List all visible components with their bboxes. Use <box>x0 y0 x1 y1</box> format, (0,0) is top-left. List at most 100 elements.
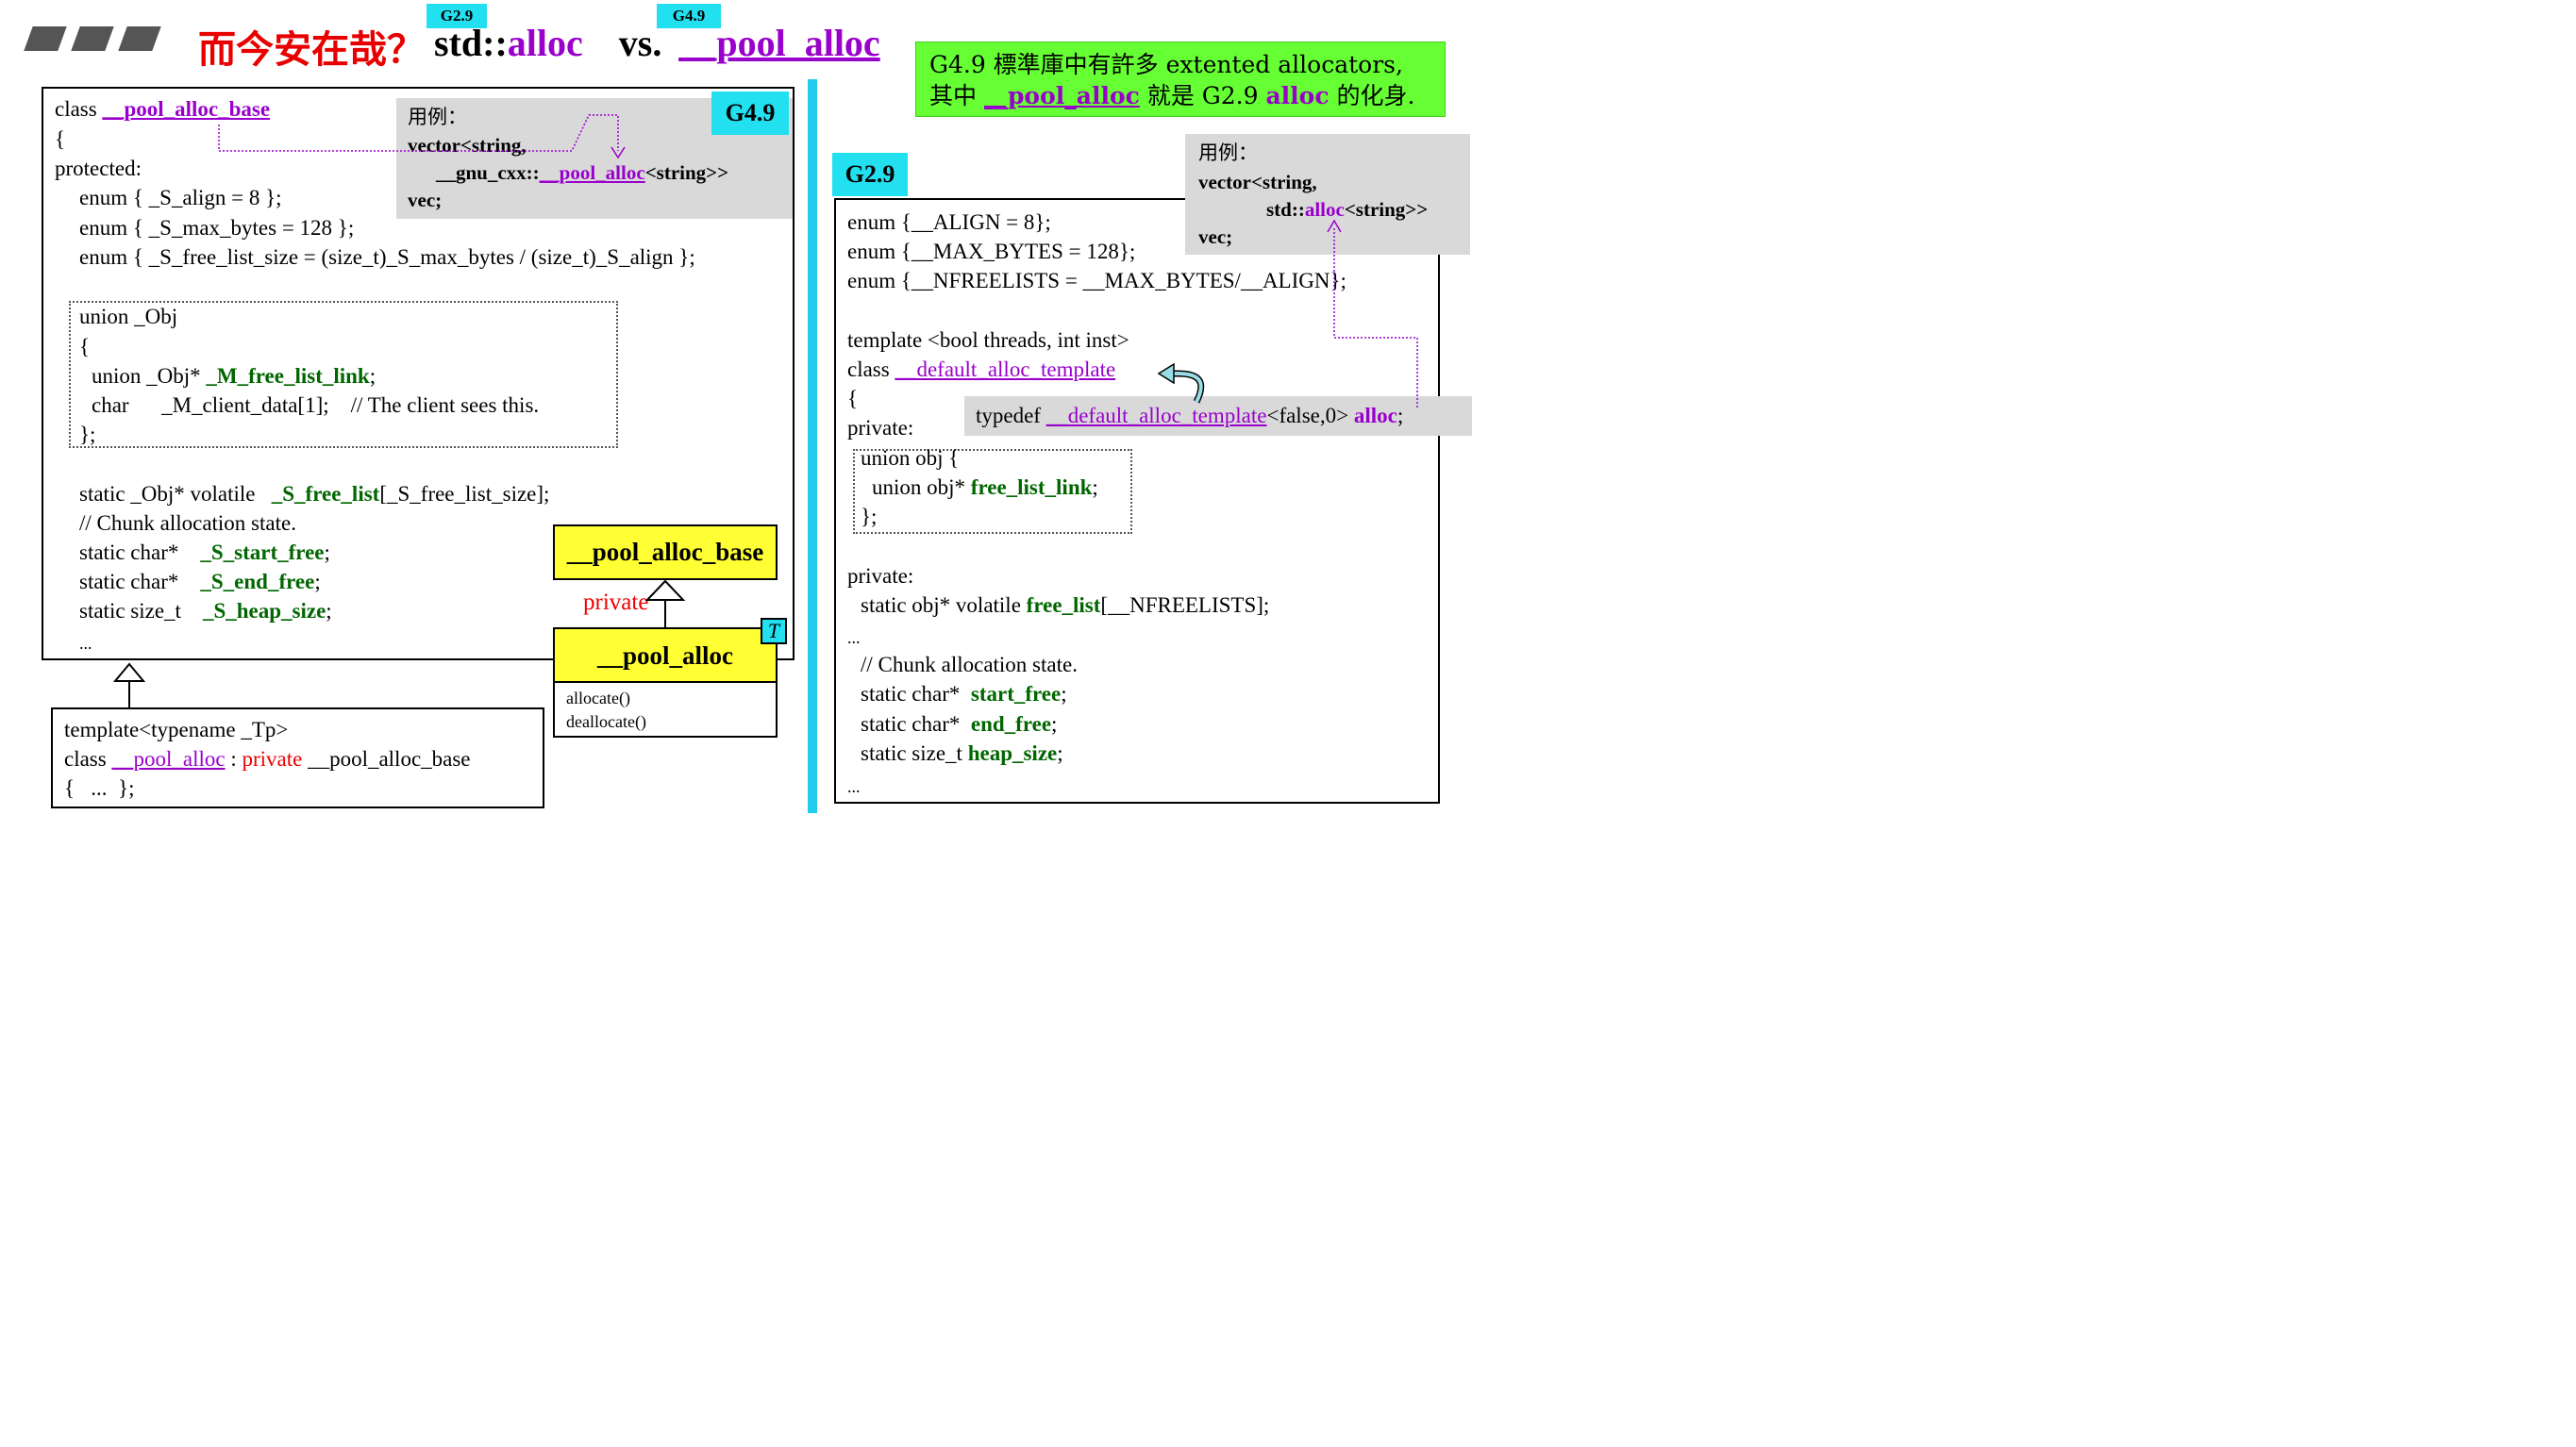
keyword-class: class <box>55 97 103 121</box>
note-prefix: 其中 <box>929 82 984 109</box>
semicolon: ; <box>1061 682 1067 706</box>
m-free-list-link: _M_free_list_link <box>206 364 370 388</box>
g29-enum-nfreelists: enum {__NFREELISTS = __MAX_BYTES/__ALIGN… <box>847 269 1347 292</box>
g29-union-link: union obj* free_list_link; <box>872 474 1098 501</box>
uml-method-deallocate: deallocate() <box>566 712 646 731</box>
note-pool-alloc: __pool_alloc <box>983 82 1140 109</box>
g29-code-box <box>834 198 1440 804</box>
g49-union-open: { <box>79 335 91 358</box>
semicolon: ; <box>369 364 376 388</box>
section-divider <box>808 79 817 813</box>
usage-pool-alloc: __pool_alloc <box>539 161 645 184</box>
header-tag-g29: G2.9 <box>427 4 487 28</box>
g29-class-line: class __default_alloc_template <box>847 357 1115 383</box>
usage-ns: std:: <box>1266 198 1305 221</box>
g29-enum-max-bytes: enum {__MAX_BYTES = 128}; <box>847 240 1136 263</box>
g49-enum-align: enum { _S_align = 8 }; <box>79 186 282 209</box>
usage-alloc: alloc <box>1304 198 1345 221</box>
title-comparison: std::alloc vs. __pool_alloc <box>434 21 880 65</box>
colon: : <box>225 747 243 771</box>
g49-start-free: static char* _S_start_free; <box>79 540 330 566</box>
free-list-size: [__NFREELISTS]; <box>1100 593 1270 617</box>
free-list-size: [_S_free_list_size]; <box>379 482 550 506</box>
union-link-type: union obj* <box>872 475 971 499</box>
heap-size-type: static size_t <box>79 599 203 623</box>
pool-alloc-class-line: class __pool_alloc : private __pool_allo… <box>64 746 471 773</box>
private-keyword: private <box>242 747 303 771</box>
g29-end-free: static char* end_free; <box>861 711 1057 738</box>
base-class-name: __pool_alloc_base <box>302 747 471 771</box>
uml-methods: allocate() deallocate() <box>553 681 778 738</box>
g29-union-decl: union obj { <box>861 446 960 470</box>
g49-union-box <box>69 301 618 448</box>
g29-usage-line2: std::alloc<string>> <box>1266 196 1428 223</box>
default-alloc-template-name: __default_alloc_template <box>895 358 1116 381</box>
connector-layer <box>112 114 1418 707</box>
free-list: free_list <box>1026 593 1101 617</box>
usage-ns: __gnu_cxx:: <box>436 161 540 184</box>
heap-size-type: static size_t <box>861 741 968 765</box>
pool-alloc-template-line: template<typename _Tp> <box>64 718 289 741</box>
g29-usage-line3: vec; <box>1198 225 1233 248</box>
g49-usage-line3: vec; <box>408 189 443 211</box>
g29-union-box <box>853 449 1132 534</box>
s-start-free: _S_start_free <box>200 541 325 564</box>
g29-free-list: static obj* volatile free_list[__NFREELI… <box>861 592 1269 619</box>
g49-usage-line2: __gnu_cxx::__pool_alloc<string>> <box>436 159 728 186</box>
s-end-free: _S_end_free <box>200 570 315 593</box>
g29-union-close: }; <box>861 505 878 528</box>
g29-start-free: static char* start_free; <box>861 681 1067 707</box>
g29-open-brace: { <box>847 387 859 410</box>
semicolon: ; <box>314 570 321 593</box>
title-chinese: 而今安在哉？ <box>198 28 425 72</box>
note-alloc: alloc <box>1265 82 1330 109</box>
pool-alloc-class-box <box>51 707 544 808</box>
leader-pool-alloc-base <box>218 114 619 152</box>
semicolon: ; <box>1092 475 1098 499</box>
pool-alloc-name: __pool_alloc <box>111 747 226 771</box>
uml-method-allocate: allocate() <box>566 689 630 707</box>
free-list-type: static _Obj* volatile <box>79 482 272 506</box>
uml-inheritance-triangle <box>644 579 686 601</box>
g29-heap-size: static size_t heap_size; <box>861 740 1063 767</box>
g29-ellipsis-2: ... <box>847 777 861 796</box>
pool-alloc-body-line: { ... }; <box>64 776 135 800</box>
g49-union-link: union _Obj* _M_free_list_link; <box>92 363 376 390</box>
g49-enum-max-bytes: enum { _S_max_bytes = 128 }; <box>79 216 355 240</box>
note-line-1: G4.9 標準庫中有許多 extented allocators, <box>929 51 1403 78</box>
semicolon: ; <box>1397 404 1404 427</box>
union-link-type: union _Obj* <box>92 364 207 388</box>
usage-template-arg: <string>> <box>1344 198 1429 221</box>
semicolon: ; <box>1057 741 1063 765</box>
curved-arrow-head <box>1157 362 1175 385</box>
leader-arrowhead-right <box>1327 219 1342 233</box>
g29-usage-box <box>1185 134 1470 255</box>
note-mid: 就是 G2.9 <box>1139 82 1266 109</box>
uml-template-param: T <box>761 618 787 644</box>
end-free-type: static char* <box>79 570 201 593</box>
slide: 而今安在哉？ std::alloc vs. __pool_alloc G2.9 … <box>0 0 1480 830</box>
typedef-line: typedef __default_alloc_template<false,0… <box>976 403 1403 429</box>
typedef-bar <box>964 396 1472 436</box>
semicolon: ; <box>1051 712 1058 736</box>
free-list-link: free_list_link <box>970 475 1093 499</box>
g29-tag: G2.9 <box>832 153 908 196</box>
g49-code-box <box>42 87 795 660</box>
end-free: end_free <box>970 712 1052 736</box>
free-list-type: static obj* volatile <box>861 593 1027 617</box>
semicolon: ; <box>326 599 332 623</box>
g29-template-line: template <bool threads, int inst> <box>847 328 1129 352</box>
g29-usage-line1: vector<string, <box>1198 171 1317 193</box>
usage-template-arg: <string>> <box>644 161 729 184</box>
g49-tag: G4.9 <box>711 91 789 135</box>
title-vs: vs. <box>618 22 662 64</box>
title-std-prefix: std:: <box>434 22 508 64</box>
g49-usage-line1: vector<string, <box>408 134 527 157</box>
uml-private-label: private <box>583 590 649 615</box>
semicolon: ; <box>324 541 330 564</box>
title-pool-alloc: __pool_alloc <box>678 22 880 64</box>
header-tag-g49: G4.9 <box>657 4 721 28</box>
uml-base-class: __pool_alloc_base <box>553 524 778 580</box>
g49-end-free: static char* _S_end_free; <box>79 569 321 595</box>
g49-ellipsis: ... <box>79 634 92 653</box>
